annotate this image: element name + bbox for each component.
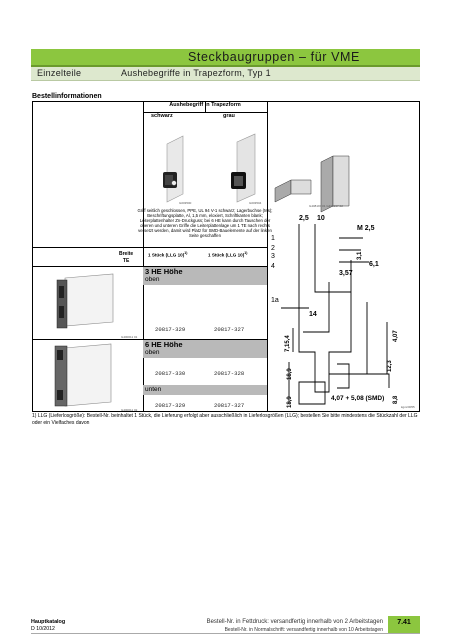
pack-size-text: 1 Stück (LLG 10) (208, 252, 245, 258)
height-label: 3 HE Höhe (145, 267, 183, 276)
footer-divider (31, 633, 420, 634)
callout: 1 (271, 235, 275, 242)
footnote-mark: 1) (244, 251, 248, 255)
order-code: 20817-330 (155, 370, 186, 377)
module-3he-image (56, 273, 114, 329)
dimension-label: 14 (309, 311, 317, 318)
dimension-label: 4,07 + 5,08 (SMD) (331, 395, 384, 402)
column-heading-grey: grau (223, 113, 235, 119)
product-label: Aushebegriffe in Trapezform, Typ 1 (121, 68, 271, 78)
module-6he-image (54, 343, 112, 407)
section-heading: Bestellinformationen (32, 93, 102, 100)
callout: 3 (271, 253, 275, 260)
page-title-bar: Steckbaugruppen – für VME (31, 49, 420, 67)
handle-perspective-images (274, 155, 350, 213)
product-description: Griff seitlich geschlossen, PPE, UL 94 V… (137, 208, 273, 239)
dimension-label: 18,9 (287, 396, 293, 408)
pack-size-text: 1 Stück (LLG 10) (148, 252, 185, 258)
page-title: Steckbaugruppen – für VME (187, 50, 360, 64)
table-divider (33, 266, 267, 267)
pack-size-grey: 1 Stück (LLG 10)1) (208, 251, 247, 258)
image-code: G400011 01 (121, 335, 138, 339)
table-divider (205, 102, 206, 113)
table-divider (267, 102, 268, 412)
height-header-6he: 6 HE Höhe oben (143, 340, 267, 358)
page-number: 7.41 (397, 619, 411, 626)
footer-catalog: Hauptkatalog D 10/2012 (31, 619, 65, 633)
width-label-text: Breite (119, 251, 134, 257)
dimension-label: M 2,5 (357, 225, 375, 232)
height-label: 6 HE Höhe (145, 340, 183, 349)
handle-grey-image (231, 133, 256, 203)
dimension-label: 6,1 (369, 261, 379, 268)
column-heading-black: schwarz (151, 113, 173, 119)
dimension-label: 8,8 (393, 395, 399, 404)
pack-size-black: 1 Stück (LLG 10)1) (148, 251, 187, 258)
column-heading: Aushebegriff in Trapezform (169, 102, 241, 108)
image-code: G400011 02 (121, 408, 138, 412)
dimension-label: 18,9 (287, 368, 293, 380)
order-code: 20817-328 (214, 370, 245, 377)
category-label: Einzelteile (37, 68, 82, 78)
order-table: Aushebegriff in Trapezform schwarz grau … (32, 101, 420, 412)
table-divider (143, 102, 144, 412)
position-label: oben (145, 276, 160, 283)
technical-drawing: 1 2 3 4 1a 2,5 10 M 2,5 3,1 6,1 3,57 14 … (271, 155, 399, 408)
position-label: unten (145, 386, 162, 393)
position-label: oben (145, 349, 160, 356)
page-number-badge: 7.41 (388, 616, 420, 633)
width-unit-text: TE (122, 258, 130, 264)
table-divider (33, 339, 143, 340)
footer-notes: Bestell-Nr. in Fettdruck: versandfertig … (140, 619, 383, 633)
dimension-label: 3,57 (339, 270, 353, 277)
image-code: G408197 01 G408197 02 (309, 204, 343, 208)
order-code: 20817-327 (214, 326, 245, 333)
catalog-edition: D 10/2012 (31, 626, 55, 633)
order-code: 20817-329 (155, 326, 186, 333)
image-code: G003500 (179, 201, 192, 205)
catalog-name: Hauptkatalog (31, 619, 66, 625)
footer-note-normal: Bestell-Nr. in Normalschrift: versandfer… (224, 626, 383, 633)
dimension-label: 2,5 (299, 215, 309, 222)
order-code: 20817-327 (214, 402, 245, 409)
callout: 1a (271, 297, 279, 304)
table-divider (143, 112, 267, 113)
table-divider (33, 247, 267, 248)
dimension-label: 12,3 (387, 360, 393, 372)
footer-note-bold: Bestell-Nr. in Fettdruck: versandfertig … (206, 619, 383, 625)
dimension-label: 10 (317, 215, 325, 222)
footnote: 1) LLG (Lieferlosgröße): Bestell-Nr. bei… (32, 413, 418, 427)
handle-photos (163, 133, 256, 203)
position-bar-unten: unten (143, 385, 267, 395)
width-label: Breite TE (119, 251, 133, 265)
callout: 4 (271, 263, 275, 270)
dimension-label: 3,1 (357, 251, 363, 260)
profile-drawing (281, 224, 390, 405)
dimension-label: 4,07 (393, 330, 399, 342)
subtitle-bar: Einzelteile Aushebegriffe in Trapezform,… (31, 67, 420, 81)
order-code: 20817-329 (155, 402, 186, 409)
height-header-3he: 3 HE Höhe oben (143, 267, 267, 285)
footnote-mark: 1) (184, 251, 188, 255)
image-code: kgxx/0055 (401, 405, 415, 409)
callout: 2 (271, 245, 275, 252)
dimension-label: 7,15,4 (285, 335, 291, 352)
image-code: G003504 (249, 201, 262, 205)
table-divider (143, 339, 267, 340)
handle-black-image (163, 135, 184, 203)
